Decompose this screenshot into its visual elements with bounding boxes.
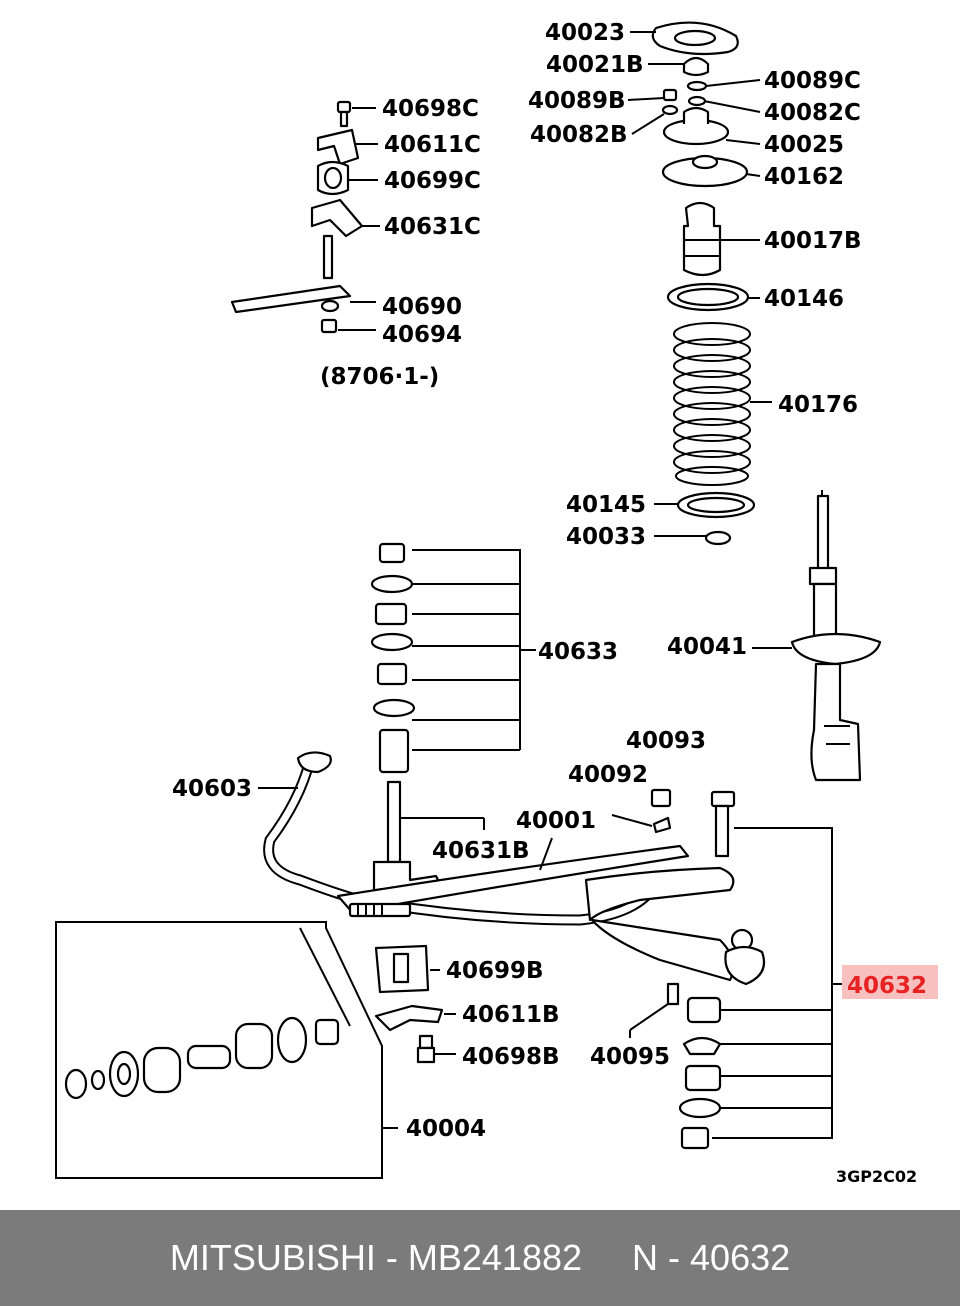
label-40698b[interactable]: 40698B [462, 1044, 560, 1070]
label-40001[interactable]: 40001 [516, 808, 596, 834]
label-40025[interactable]: 40025 [764, 132, 844, 158]
label-40082b[interactable]: 40082B [530, 122, 628, 148]
brand-name: MITSUBISHI [169, 1237, 376, 1278]
label-40162[interactable]: 40162 [764, 164, 844, 190]
label-40146[interactable]: 40146 [764, 286, 844, 312]
label-40033[interactable]: 40033 [566, 524, 646, 550]
date-code-label: (8706·1-) [320, 364, 439, 390]
spring-lower-parts [676, 491, 756, 546]
label-40631c[interactable]: 40631C [384, 214, 481, 240]
label-40089c[interactable]: 40089C [764, 68, 861, 94]
label-40021b[interactable]: 40021B [546, 52, 644, 78]
separator: - [375, 1237, 408, 1278]
diagram-code: 3GP2C02 [836, 1167, 917, 1186]
lower-bracket-parts [374, 944, 444, 1064]
label-40082c[interactable]: 40082C [764, 100, 861, 126]
leader-lines [258, 31, 842, 1055]
label-40694[interactable]: 40694 [382, 322, 462, 348]
label-40092[interactable]: 40092 [568, 762, 648, 788]
label-40611b[interactable]: 40611B [462, 1002, 560, 1028]
highlight-box [842, 965, 938, 999]
coil-spring [673, 322, 751, 486]
label-40093[interactable]: 40093 [626, 728, 706, 754]
label-40698c[interactable]: 40698C [382, 96, 479, 122]
label-40017b[interactable]: 40017B [764, 228, 862, 254]
stabilizer-bracket-stack [230, 100, 364, 334]
label-40041[interactable]: 40041 [667, 634, 747, 660]
separator: - [658, 1237, 691, 1278]
label-40633[interactable]: 40633 [538, 639, 618, 665]
label-40023[interactable]: 40023 [545, 20, 625, 46]
label-40699b[interactable]: 40699B [446, 958, 544, 984]
kit-box [55, 921, 398, 1179]
shock-absorber [790, 490, 882, 782]
label-40095[interactable]: 40095 [590, 1044, 670, 1070]
ref-number: 40632 [690, 1237, 791, 1278]
spacer [582, 1237, 632, 1279]
label-40632-highlighted[interactable]: 40632 [847, 973, 927, 999]
ref-prefix: N [632, 1237, 659, 1278]
exploded-parts-diagram: 40023 40021B 40089C 40089B 40082C 40082B… [55, 20, 938, 1186]
strut-mount-stack [651, 21, 750, 312]
label-40004[interactable]: 40004 [406, 1116, 486, 1142]
label-40145[interactable]: 40145 [566, 492, 646, 518]
label-40699c[interactable]: 40699C [384, 168, 481, 194]
label-40611c[interactable]: 40611C [384, 132, 481, 158]
label-40603[interactable]: 40603 [172, 776, 252, 802]
part-info-footer: MITSUBISHI - MB241882 N - 40632 [0, 1210, 960, 1306]
label-40690[interactable]: 40690 [382, 294, 462, 320]
label-40176[interactable]: 40176 [778, 392, 858, 418]
part-number: MB241882 [407, 1237, 583, 1278]
cushion-stack [370, 542, 536, 774]
suspension-arm-assembly [263, 751, 766, 986]
part-labels: 40023 40021B 40089C 40089B 40082C 40082B… [172, 20, 938, 1186]
label-40089b[interactable]: 40089B [528, 88, 626, 114]
label-40631b[interactable]: 40631B [432, 838, 530, 864]
